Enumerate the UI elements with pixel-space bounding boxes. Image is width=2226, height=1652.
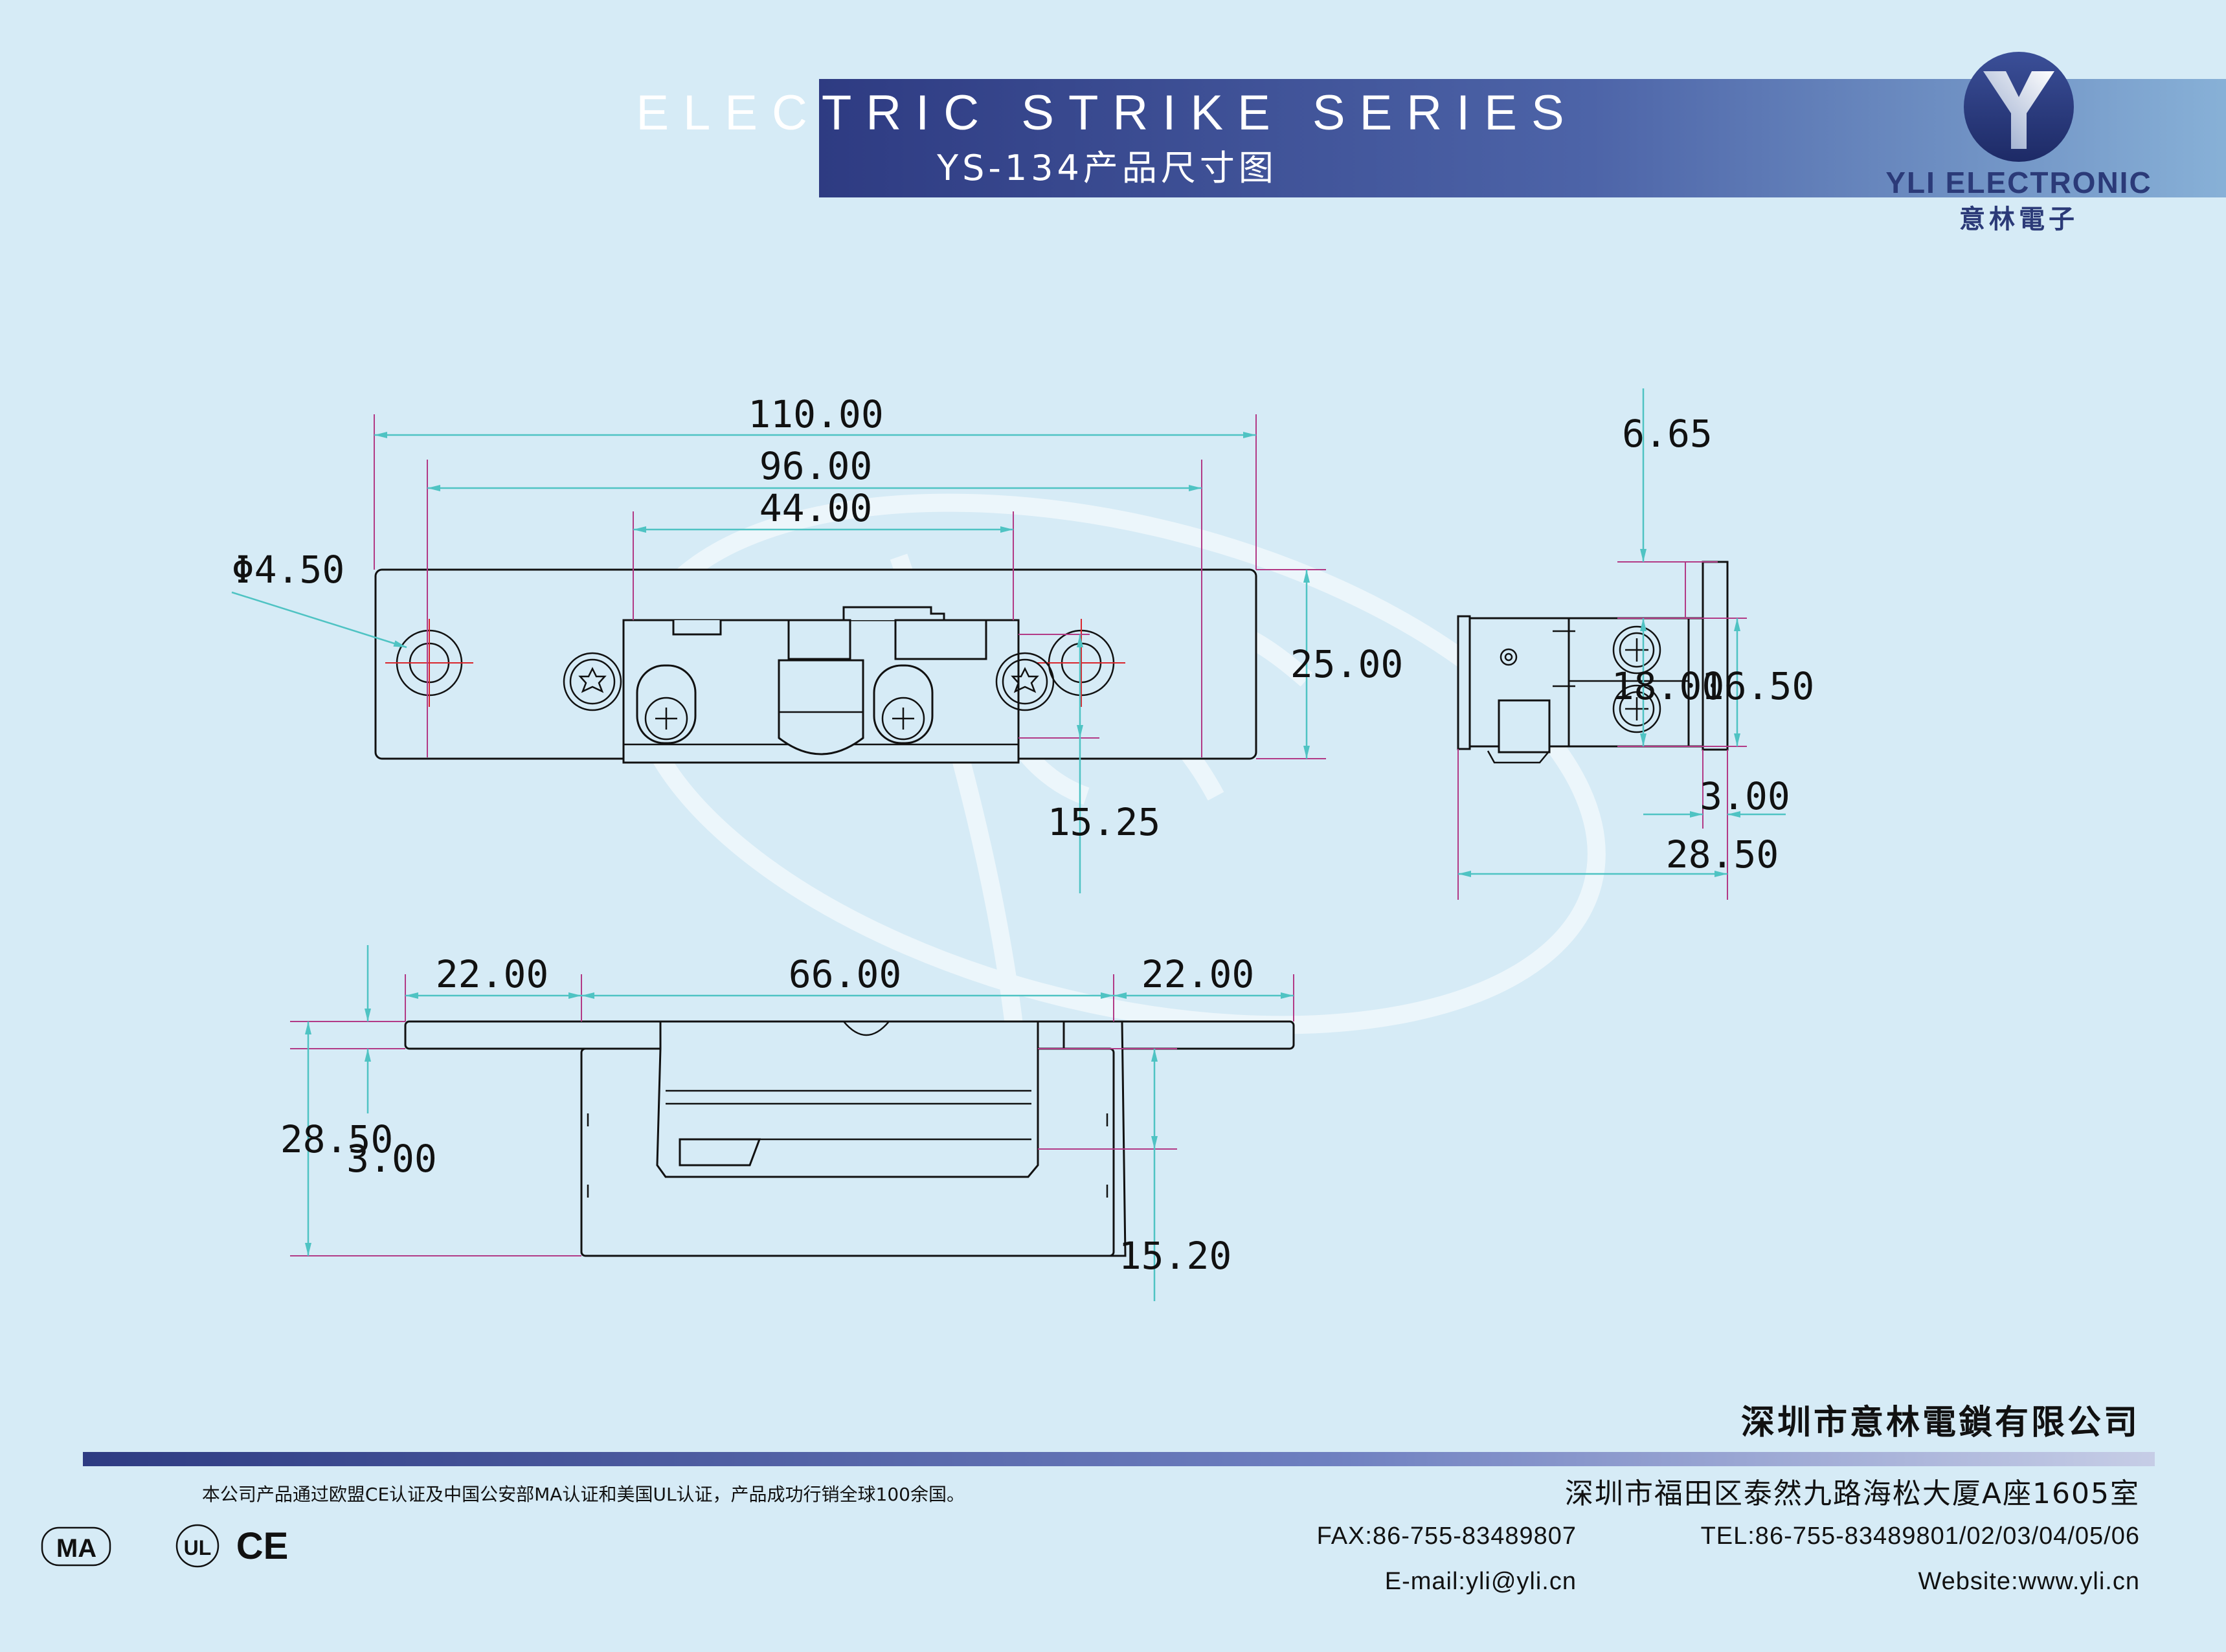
terminal-screw-bottom <box>1612 684 1661 733</box>
dim-total-depth: 28.50 <box>1666 832 1779 876</box>
side-view: 6.65 18.00 16.50 3.00 28.50 <box>1457 388 1815 900</box>
torx-screw-left <box>995 652 1055 711</box>
dim-top-gap: 6.65 <box>1622 412 1713 456</box>
adjust-screw-right <box>636 664 697 744</box>
brand-logo: YLI ELECTRONIC 意林電子 <box>1885 52 2152 234</box>
dim-plate-height: 25.00 <box>1290 642 1404 686</box>
dim-plate-thickness-bottom: 3.00 <box>346 1137 437 1181</box>
ce-mark: CE <box>236 1525 289 1567</box>
company-website: Website:www.yli.cn <box>1918 1568 2140 1595</box>
dim-plate-thickness: 3.00 <box>1700 774 1790 818</box>
cert-mark-ul: UL <box>175 1524 219 1568</box>
bottom-view: 22.00 66.00 22.00 28.50 3.00 15.20 <box>280 945 1295 1301</box>
header-title: ELECTRIC STRIKE SERIES <box>636 85 1578 140</box>
dim-body-height: 18.00 <box>1612 664 1725 708</box>
company-email: E-mail:yli@yli.cn <box>1385 1568 1577 1595</box>
ma-mark: MA <box>56 1534 96 1563</box>
watermark <box>625 493 1606 1114</box>
footer: 深圳市意林電鎖有限公司 深圳市福田区泰然九路海松大厦A座1605室 TEL:86… <box>41 1403 2155 1595</box>
torx-screw-right <box>563 652 622 711</box>
dim-hole-diameter: Φ4.50 <box>232 548 345 592</box>
certification-note: 本公司产品通过欧盟CE认证及中国公安部MA认证和美国UL认证，产品成功行销全球1… <box>202 1484 965 1505</box>
company-fax: FAX:86-755-83489807 <box>1317 1523 1577 1550</box>
dim-body-length: 44.00 <box>759 486 873 530</box>
terminal-screw-top <box>1612 625 1661 675</box>
brand-name-en: YLI ELECTRONIC <box>1885 166 2152 199</box>
ul-mark: UL <box>184 1536 212 1559</box>
header-subtitle: YS-134产品尺寸图 <box>936 148 1277 188</box>
dim-body-offset-bottom: 15.20 <box>1119 1234 1232 1278</box>
dim-body-offset: 15.25 <box>1048 800 1161 844</box>
dim-left-flange: 22.00 <box>436 952 549 996</box>
front-view: 110.00 96.00 44.00 Φ4.50 25.00 15.25 <box>231 392 1404 893</box>
adjust-screw-left <box>873 664 934 744</box>
brand-name-cn: 意林電子 <box>1959 205 2078 234</box>
dim-right-flange: 22.00 <box>1141 952 1255 996</box>
company-address: 深圳市福田区泰然九路海松大厦A座1605室 <box>1565 1477 2140 1510</box>
dim-hole-spacing: 96.00 <box>759 444 873 488</box>
company-name: 深圳市意林電鎖有限公司 <box>1741 1403 2140 1442</box>
dim-total-depth-bottom: 28.50 <box>280 1117 394 1161</box>
mounting-hole-right <box>385 619 473 707</box>
dim-total-length: 110.00 <box>748 392 884 436</box>
cert-mark-ce: CE <box>236 1525 289 1567</box>
dim-terminal-height: 16.50 <box>1702 664 1815 708</box>
dim-body-length-bottom: 66.00 <box>789 952 902 996</box>
cert-mark-ma: MA <box>41 1526 111 1567</box>
company-tel: TEL:86-755-83489801/02/03/04/05/06 <box>1701 1523 2140 1550</box>
